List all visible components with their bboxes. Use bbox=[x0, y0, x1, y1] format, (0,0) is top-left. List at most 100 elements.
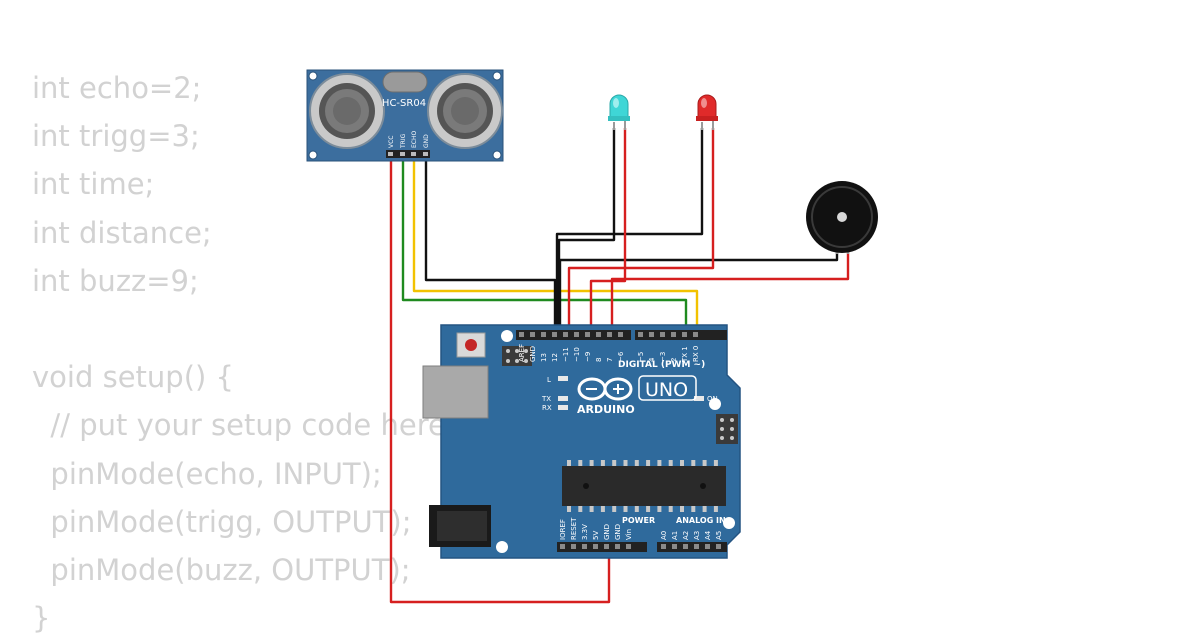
digital-pin[interactable] bbox=[693, 332, 698, 337]
analog-pin[interactable] bbox=[661, 544, 666, 549]
code-line: int buzz=9; bbox=[32, 263, 199, 298]
digital-pin[interactable] bbox=[596, 332, 601, 337]
usb-connector bbox=[422, 365, 489, 419]
digital-pin[interactable] bbox=[519, 332, 524, 337]
digital-pin-label: ~3 bbox=[659, 352, 667, 362]
chip-pin bbox=[713, 506, 718, 512]
microcontroller-chip bbox=[562, 460, 726, 512]
power-pin[interactable] bbox=[571, 544, 576, 549]
power-pin-label: 5V bbox=[592, 531, 600, 540]
digital-pin[interactable] bbox=[607, 332, 612, 337]
wire-cyan-led-gnd bbox=[557, 128, 616, 334]
chip-pin bbox=[634, 506, 639, 512]
code-line: pinMode(echo, INPUT); bbox=[32, 456, 382, 491]
mount-hole bbox=[496, 541, 508, 553]
icsp-header-top bbox=[502, 346, 532, 366]
sensor-pin-trig[interactable] bbox=[400, 152, 405, 156]
led-tx bbox=[558, 396, 568, 401]
code-listing: int echo=2;int trigg=3;int time;int dist… bbox=[32, 64, 446, 642]
analog-pin[interactable] bbox=[716, 544, 721, 549]
digital-pin[interactable] bbox=[671, 332, 676, 337]
code-line: int distance; bbox=[32, 215, 212, 250]
digital-pin-label: 7 bbox=[606, 358, 614, 362]
digital-pin[interactable] bbox=[585, 332, 590, 337]
code-line: pinMode(trigg, OUTPUT); bbox=[32, 504, 412, 539]
chip-pin bbox=[680, 460, 684, 466]
digital-pin[interactable] bbox=[563, 332, 568, 337]
power-pin[interactable] bbox=[560, 544, 565, 549]
power-label: POWER bbox=[622, 516, 655, 525]
digital-pin[interactable] bbox=[541, 332, 546, 337]
digital-pin-label: ~9 bbox=[584, 352, 592, 362]
led-rx bbox=[558, 405, 568, 410]
chip-pin bbox=[634, 460, 639, 466]
analog-pin[interactable] bbox=[672, 544, 677, 549]
mount-hole bbox=[709, 398, 721, 410]
code-line: // put your setup code here bbox=[32, 408, 446, 443]
power-pin[interactable] bbox=[582, 544, 587, 549]
led-tx-label: TX bbox=[541, 395, 551, 403]
analog-pin-label: A0 bbox=[660, 531, 668, 540]
power-pin[interactable] bbox=[626, 544, 631, 549]
digital-pin-label: 8 bbox=[595, 358, 603, 362]
code-line: pinMode(buzz, OUTPUT); bbox=[32, 552, 411, 587]
digital-pin-label: 4 bbox=[648, 357, 656, 362]
arduino-logo-icon bbox=[577, 377, 633, 401]
digital-pin-label: ~5 bbox=[637, 352, 645, 362]
analog-pin[interactable] bbox=[694, 544, 699, 549]
led-on bbox=[694, 396, 704, 401]
led-red[interactable] bbox=[696, 94, 718, 130]
wire-red-led-pin13 bbox=[567, 128, 715, 334]
power-pin-label: GND bbox=[603, 524, 611, 540]
code-line: int trigg=3; bbox=[32, 119, 200, 154]
digital-pin[interactable] bbox=[682, 332, 687, 337]
power-jack bbox=[429, 505, 491, 547]
analog-header bbox=[657, 542, 727, 552]
chip-pin bbox=[668, 506, 673, 512]
digital-label: DIGITAL (PWM ~) bbox=[618, 360, 705, 370]
power-pin[interactable] bbox=[604, 544, 609, 549]
power-pin[interactable] bbox=[593, 544, 598, 549]
digital-pin-label: ~10 bbox=[573, 347, 581, 362]
digital-pin[interactable] bbox=[552, 332, 557, 337]
right-transducer bbox=[427, 73, 503, 149]
sensor-header bbox=[386, 150, 430, 158]
analog-pin[interactable] bbox=[683, 544, 688, 549]
digital-pin[interactable] bbox=[649, 332, 654, 337]
digital-pin[interactable] bbox=[660, 332, 665, 337]
code-line: } bbox=[32, 601, 51, 636]
on-label: ON bbox=[707, 395, 718, 403]
ultrasonic-sensor[interactable]: HC-SR04 VCC TRIG ECHO GND bbox=[306, 69, 504, 162]
chip-pin bbox=[646, 460, 651, 466]
code-line: int time; bbox=[32, 167, 155, 202]
reset-button[interactable] bbox=[456, 332, 486, 358]
sensor-pin-echo[interactable] bbox=[411, 152, 416, 156]
digital-pin-label: TX 1 bbox=[681, 346, 689, 363]
chip-pin bbox=[623, 506, 628, 512]
brand-label: ARDUINO bbox=[577, 403, 635, 416]
wire-trig-pin3 bbox=[401, 160, 688, 334]
sensor-pin-vcc[interactable] bbox=[388, 152, 393, 156]
chip-pin bbox=[578, 506, 583, 512]
sensor-pin-label-echo: ECHO bbox=[411, 131, 418, 148]
chip-pin bbox=[600, 460, 605, 466]
piezo-buzzer[interactable] bbox=[806, 181, 878, 254]
digital-pin[interactable] bbox=[530, 332, 535, 337]
digital-pin[interactable] bbox=[574, 332, 579, 337]
power-pin-label: IOREF bbox=[559, 519, 567, 540]
analog-label: ANALOG IN bbox=[676, 516, 726, 525]
analog-pin[interactable] bbox=[705, 544, 710, 549]
chip-pin bbox=[646, 506, 651, 512]
sensor-name: HC-SR04 bbox=[382, 98, 426, 109]
digital-pin[interactable] bbox=[638, 332, 643, 337]
sensor-pin-gnd[interactable] bbox=[423, 152, 428, 156]
power-pin[interactable] bbox=[615, 544, 620, 549]
analog-pin-label: A1 bbox=[671, 531, 679, 540]
digital-pin-label: 2 bbox=[670, 358, 678, 362]
chip-pin bbox=[567, 506, 571, 512]
digital-pin[interactable] bbox=[618, 332, 623, 337]
led-cyan[interactable] bbox=[608, 94, 630, 130]
icsp-header-side bbox=[716, 414, 738, 444]
